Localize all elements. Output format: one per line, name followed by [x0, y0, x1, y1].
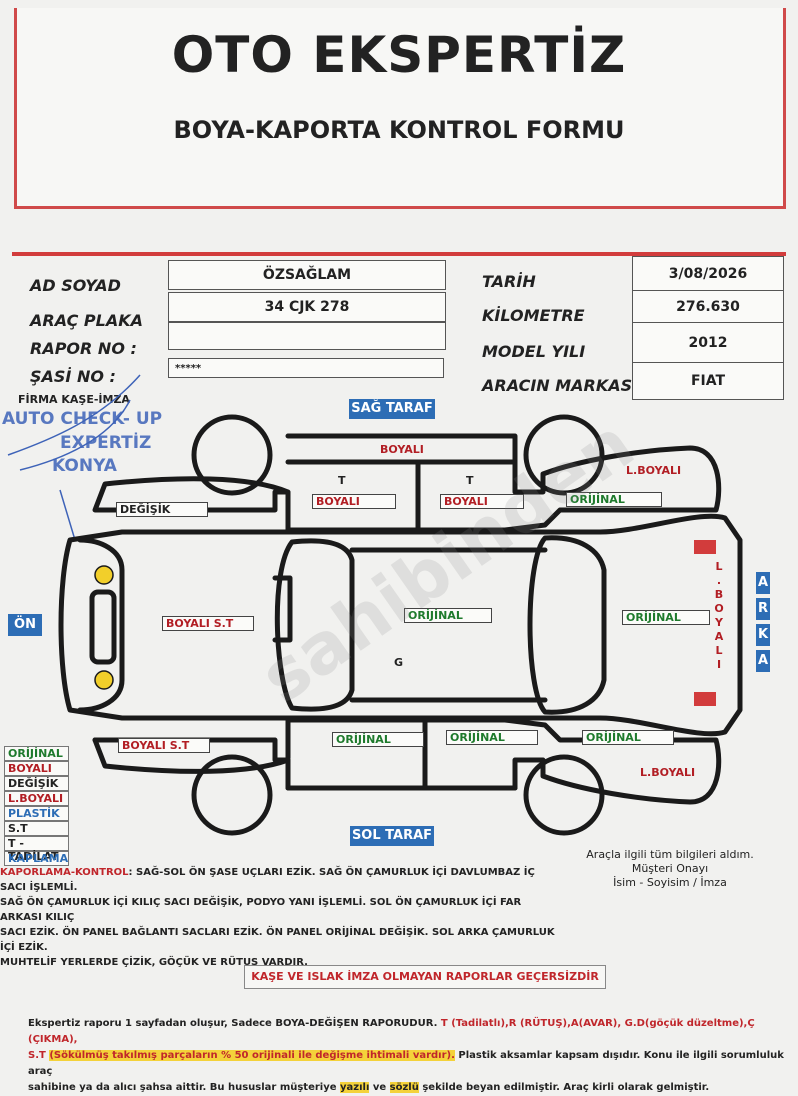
plate-field[interactable]: 34 CJK 278 [168, 292, 446, 322]
remarks-line: SACI EZİK. ÖN PANEL BAĞLANTI SACLARI EZİ… [0, 927, 555, 953]
legend-item: PLASTİK [4, 806, 69, 821]
roof-tag: ORİJİNAL [404, 608, 492, 623]
customer-approval: Araçla ilgili tüm bilgileri aldım. Müşte… [560, 848, 780, 890]
rear-panel-letter: I [716, 658, 722, 671]
trunk-tag: ORİJİNAL [622, 610, 710, 625]
rear-label: A R K A [756, 572, 770, 672]
legend-item: BOYALI [4, 761, 69, 776]
footer-text: T (Tadilatlı),R (RÜTUŞ),A(AVAR), G.D(göç… [28, 1018, 755, 1045]
chassis-field[interactable]: ***** [168, 358, 444, 378]
legend-item: T - TADİLAT [4, 836, 69, 863]
rear-quarter-left-tag: ORİJİNAL [582, 730, 674, 745]
footer-text: şekilde beyan edilmiştir. Araç kirli ola… [418, 1082, 710, 1093]
front-door-right-tag: BOYALI [312, 494, 396, 509]
report-no-field[interactable] [168, 322, 446, 350]
footer-notes: Ekspertiz raporu 1 sayfadan oluşur, Sade… [28, 1016, 792, 1096]
front-fender-left-tag: BOYALI S.T [118, 738, 210, 753]
footer-highlight: (Sökülmüş takılmış parçaların % 50 oriji… [49, 1050, 455, 1061]
approval-line: Araçla ilgili tüm bilgileri aldım. [586, 848, 754, 861]
footer-text: sahibine ya da alıcı şahsa aittir. Bu hu… [28, 1082, 341, 1093]
rear-panel-letter: Y [715, 616, 723, 629]
model-year-field[interactable]: 2012 [632, 322, 784, 364]
plate-label: ARAÇ PLAKA [30, 311, 143, 330]
footer-text: Plastik aksamlar kapsam dışıdır. Konu il… [28, 1050, 784, 1077]
remarks-prefix: KAPORLAMA-KONTROL [0, 867, 129, 878]
legend-item: ORİJİNAL [4, 746, 69, 761]
left-side-label: SOL TARAF [350, 826, 434, 846]
rear-panel-letter: . [716, 574, 722, 587]
taillight-icon [694, 692, 716, 706]
hood-tag: BOYALI S.T [162, 616, 254, 631]
remarks: KAPORLAMA-KONTROL: SAĞ-SOL ÖN ŞASE UÇLAR… [0, 865, 560, 970]
rear-letter: A [756, 650, 770, 672]
rear-panel-letter: L [715, 560, 723, 573]
front-label: ÖN [8, 614, 42, 636]
footer-text: ve [369, 1082, 390, 1093]
remarks-line: : SAĞ-SOL ÖN ŞASE UÇLARI EZİK. SAĞ ÖN ÇA… [0, 867, 535, 893]
rear-letter: A [756, 572, 770, 594]
right-side-label: SAĞ TARAF [349, 399, 435, 419]
rear-door-right-tag: BOYALI [440, 494, 524, 509]
chassis-label: ŞASİ NO : [30, 367, 116, 386]
brand-label: ARACIN MARKASI [482, 376, 639, 395]
legend-item: S.T [4, 821, 69, 836]
rear-panel-tag: L . B O Y A L I [712, 560, 726, 672]
legend-item: KAPLAMA [4, 851, 69, 866]
stamp-label: FİRMA KAŞE-İMZA [18, 393, 130, 406]
footer-highlight: sözlü [389, 1082, 419, 1093]
rear-panel-letter: A [714, 630, 724, 643]
brand-field[interactable]: FIAT [632, 362, 784, 400]
t-mark: T [338, 474, 346, 487]
approval-line: İsim - Soyisim / İmza [613, 876, 727, 889]
km-field[interactable]: 276.630 [632, 290, 784, 324]
car-diagram [58, 414, 743, 836]
km-label: KİLOMETRE [482, 306, 585, 325]
rear-panel-letter: B [714, 588, 724, 601]
rear-panel-letter: O [714, 602, 724, 615]
signature-scribble [7, 374, 141, 541]
rear-letter: R [756, 598, 770, 620]
page-title: OTO EKSPERTİZ [171, 26, 627, 84]
front-door-left-tag: ORİJİNAL [332, 732, 424, 747]
legend-item: DEĞİŞİK [4, 776, 69, 791]
legend-item: L.BOYALI [4, 791, 69, 806]
footer-text: Ekspertiz raporu 1 sayfadan oluşur, Sade… [28, 1018, 438, 1029]
name-field[interactable]: ÖZSAĞLAM [168, 260, 446, 290]
rear-fender-right-tag: L.BOYALI [626, 464, 682, 477]
remarks-line: MUHTELİF YERLERDE ÇİZİK, GÖÇÜK VE RÜTUŞ … [0, 957, 308, 968]
rear-letter: K [756, 624, 770, 646]
page-subtitle: BOYA-KAPORTA KONTROL FORMU [173, 116, 625, 144]
report-no-label: RAPOR NO : [30, 339, 137, 358]
name-label: AD SOYAD [30, 276, 121, 295]
rear-door-left-tag: ORİJİNAL [446, 730, 538, 745]
rear-quarter-right-tag: ORİJİNAL [566, 492, 662, 507]
taillight-icon [694, 540, 716, 554]
headlight-icon [94, 565, 114, 585]
headlight-icon [94, 670, 114, 690]
rear-panel-letter: L [715, 644, 723, 657]
footer-text: S.T [28, 1050, 46, 1061]
t-mark: T [466, 474, 474, 487]
legend: ORİJİNAL BOYALI DEĞİŞİK L.BOYALI PLASTİK… [4, 746, 69, 866]
divider-line [12, 252, 786, 256]
remarks-line: SAĞ ÖN ÇAMURLUK İÇİ KILIÇ SACI DEĞİŞİK, … [0, 897, 522, 923]
front-fender-right-tag: DEĞİŞİK [116, 502, 208, 517]
footer-highlight: yazılı [340, 1082, 370, 1093]
roof-mark: G [394, 656, 404, 669]
stamp-line-3: KONYA [52, 456, 117, 476]
header-frame [14, 8, 786, 209]
date-label: TARİH [482, 272, 536, 291]
date-field[interactable]: 3/08/2026 [632, 256, 784, 292]
rear-fender-left-tag: L.BOYALI [640, 766, 696, 779]
stamp-line-2: EXPERTİZ [60, 433, 152, 453]
roof-right-tag: BOYALI [380, 443, 424, 456]
approval-line: Müşteri Onayı [631, 862, 709, 875]
warning-banner: KAŞE VE ISLAK İMZA OLMAYAN RAPORLAR GEÇE… [244, 965, 606, 989]
model-year-label: MODEL YILI [482, 342, 586, 361]
